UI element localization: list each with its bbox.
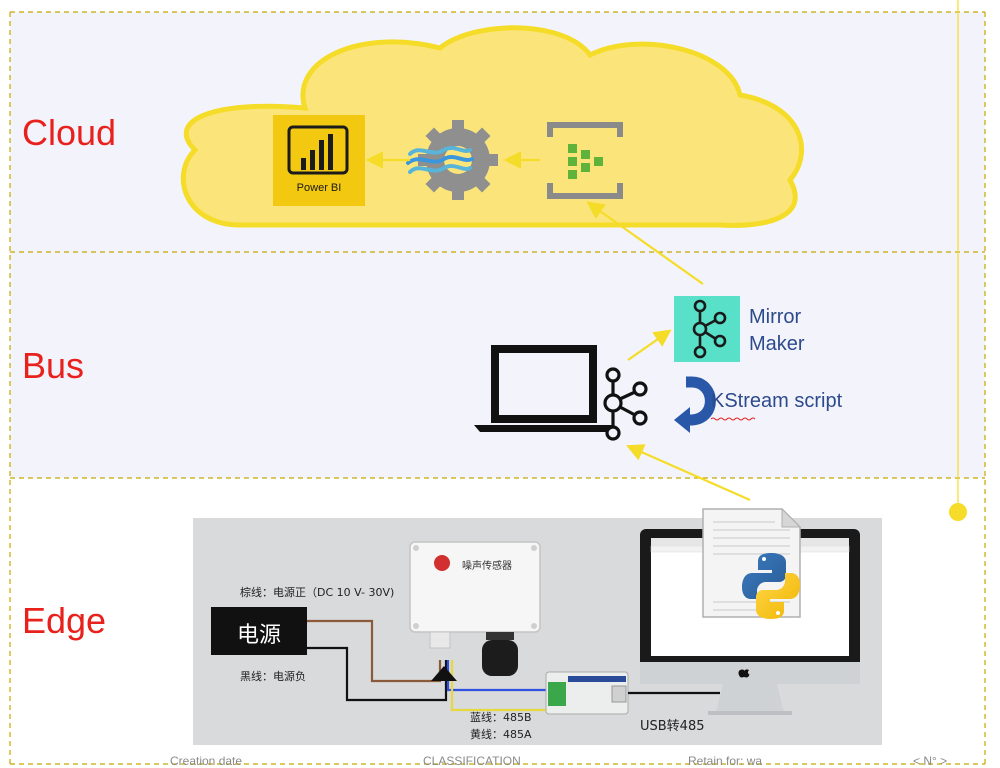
kafka-mirror-maker-icon [674, 296, 740, 362]
kstream-curved-arrow-icon [674, 376, 716, 433]
footer-retain-for: Retain for: wa [688, 754, 763, 768]
kstream-spellcheck-underline [710, 417, 756, 421]
footer-creation-date: Creation date [170, 754, 243, 768]
yellow-wire-label: 黄线：485A [470, 728, 532, 741]
event-hub-icon [547, 122, 623, 199]
edge-layer-label: Edge [22, 600, 107, 641]
python-logo-icon [742, 553, 800, 619]
powerbi-icon [273, 115, 365, 206]
power-box-label: 电源 [236, 623, 281, 648]
bus-layer-label: Bus [22, 345, 85, 386]
kafka-logo-icon [603, 367, 648, 441]
edge-hardware-photo [193, 507, 882, 745]
black-wire-label: 黑线：电源负 [240, 670, 306, 683]
usb-485-converter-icon [545, 671, 629, 715]
python-script-document-icon [702, 507, 802, 619]
brown-wire-label: 棕线：电源正（DC 10 V- 30V) [240, 586, 395, 599]
layer-borders [9, 11, 986, 765]
laptop-icon [474, 345, 612, 432]
guide-dot [949, 503, 967, 521]
noise-sensor-device-icon [409, 541, 541, 676]
blue-wire-label: 蓝线：485B [470, 711, 532, 724]
powerbi-label: Power BI [296, 182, 342, 194]
sensor-title-label: 噪声传感器 [462, 561, 512, 572]
mirror-maker-label-line2: Maker [749, 333, 805, 355]
arrow-mirrormaker-to-eventhub [586, 201, 704, 285]
kstream-script-label: KStream script [711, 390, 843, 412]
arrow-python-to-kafka [625, 444, 751, 502]
mirror-maker-label-line1: Mirror [749, 306, 802, 328]
footer-page-number: < N° > [913, 754, 948, 768]
usb-485-label: USB转485 [640, 719, 705, 734]
footer-classification: CLASSIFICATION [423, 754, 521, 768]
arrow-laptop-to-mirrormaker [627, 329, 672, 361]
cloud-layer-label: Cloud [22, 112, 117, 153]
